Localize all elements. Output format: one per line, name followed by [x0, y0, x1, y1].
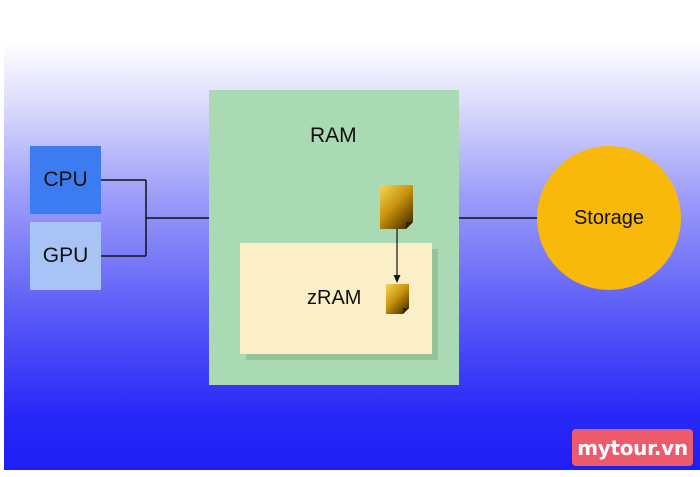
- storage-label: Storage: [573, 206, 645, 229]
- cpu-label: CPU: [43, 168, 88, 191]
- gpu-label: GPU: [42, 244, 89, 267]
- cpu-block: CPU: [30, 146, 101, 214]
- compression-arrow: [393, 229, 401, 283]
- cpu-gpu-bus-lines: [101, 179, 209, 257]
- compressed-page-icon: [386, 284, 409, 314]
- watermark-logo: mytour.vn: [572, 429, 693, 466]
- gpu-block: GPU: [30, 222, 101, 290]
- ram-label: RAM: [310, 124, 357, 147]
- memory-page-icon: [380, 185, 413, 229]
- zram-label: zRAM: [307, 287, 362, 309]
- storage-block: Storage: [537, 146, 681, 290]
